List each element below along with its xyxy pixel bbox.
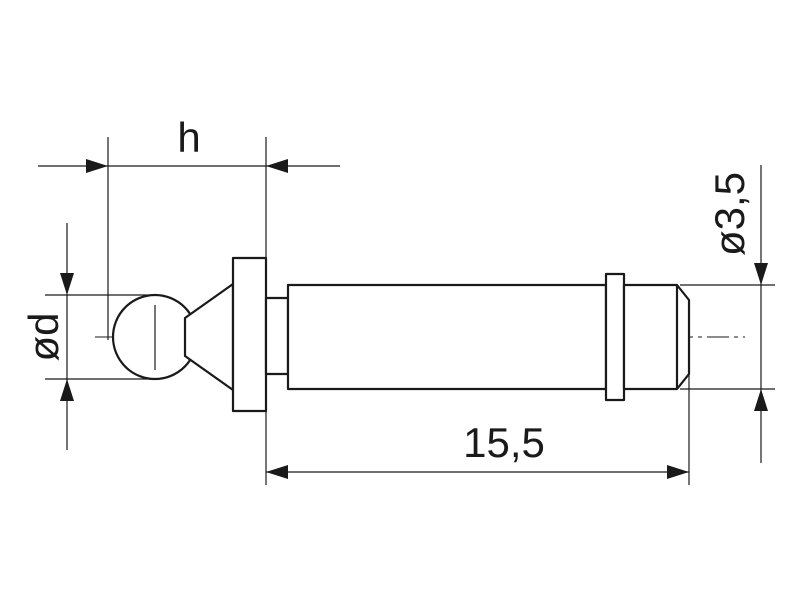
- shank-neck: [264, 296, 290, 376]
- cone-neck: [183, 282, 235, 392]
- chamfered-end: [622, 283, 691, 391]
- h-label: h: [177, 114, 200, 161]
- d-arrow-top: [60, 273, 74, 295]
- shank: [286, 283, 608, 391]
- shank-diameter-arrow-bottom: [754, 389, 768, 411]
- d-label: ød: [20, 312, 67, 361]
- h-arrow-right: [266, 159, 288, 173]
- length-arrow-left: [266, 465, 288, 479]
- d-arrow-bottom: [60, 379, 74, 401]
- length-arrow-right: [667, 465, 689, 479]
- shank-diameter-arrow-top: [754, 263, 768, 285]
- h-arrow-left: [86, 159, 108, 173]
- shank-diameter-label: ø3,5: [706, 172, 753, 256]
- length-label: 15,5: [463, 419, 545, 466]
- retaining-ring: [604, 272, 626, 402]
- collar: [231, 256, 268, 413]
